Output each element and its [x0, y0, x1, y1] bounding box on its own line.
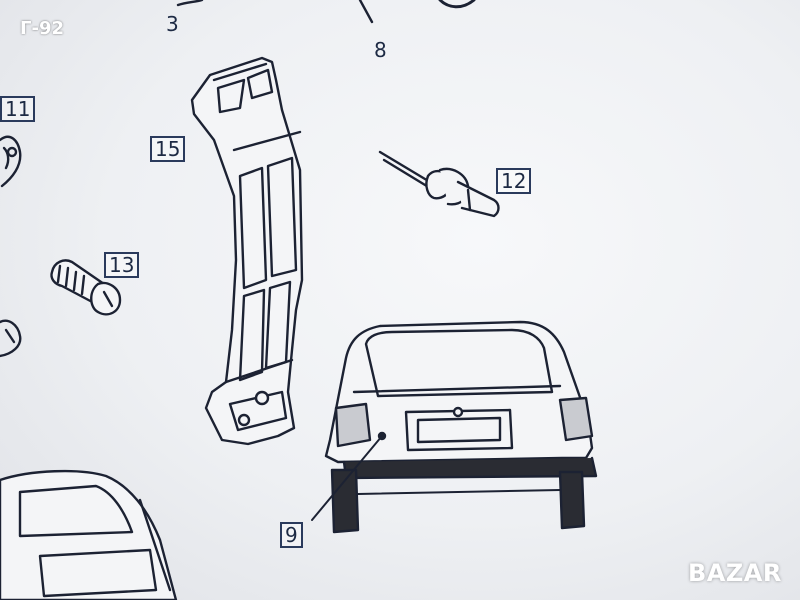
rivet-part-12 [378, 150, 500, 218]
callout-11: 11 [0, 96, 36, 122]
callout-13: 13 [104, 252, 140, 278]
bolt-part-13 [50, 259, 122, 316]
clip-part-11 [0, 135, 22, 188]
top-part-fragment-3 [176, 0, 204, 7]
clip-part-left-lower [0, 319, 22, 358]
callout-9: 9 [280, 522, 303, 548]
car-fragment-bottom-left [0, 469, 178, 600]
car-rear-view [311, 320, 598, 534]
top-part-fragment-8 [358, 0, 476, 24]
listing-code-label: Г-92 [20, 18, 64, 39]
brand-logo: BAZAR [688, 559, 782, 587]
callout-8: 8 [374, 38, 387, 62]
bracket-part-15 [190, 56, 304, 446]
callout-12: 12 [496, 168, 532, 194]
callout-15: 15 [150, 136, 186, 162]
callout-3: 3 [166, 12, 179, 36]
